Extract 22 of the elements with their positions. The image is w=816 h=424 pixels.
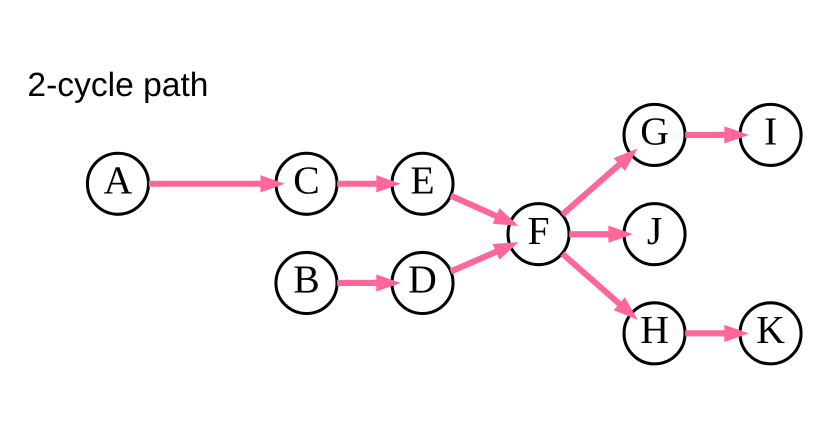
arrow (685, 324, 749, 342)
arrow (685, 126, 749, 144)
node-circle: G (622, 102, 687, 167)
node-circle: B (274, 250, 339, 316)
arrow (560, 148, 638, 217)
arrow (148, 175, 285, 192)
arrow (450, 192, 518, 226)
node-circle: H (622, 301, 687, 366)
arrow (450, 242, 518, 274)
node-circle: E (390, 152, 455, 216)
arrow (560, 251, 638, 320)
node-circle: J (622, 202, 687, 266)
node-circle: D (390, 250, 455, 316)
arrow (569, 226, 633, 243)
node-circle: A (86, 152, 150, 216)
arrow (337, 175, 401, 192)
node-circle: C (274, 152, 339, 216)
label: 2-cycle path (27, 67, 208, 104)
arrow (337, 274, 401, 292)
node-circle: I (738, 102, 803, 167)
node-circle: F (506, 202, 571, 266)
node-circle: K (738, 301, 803, 366)
